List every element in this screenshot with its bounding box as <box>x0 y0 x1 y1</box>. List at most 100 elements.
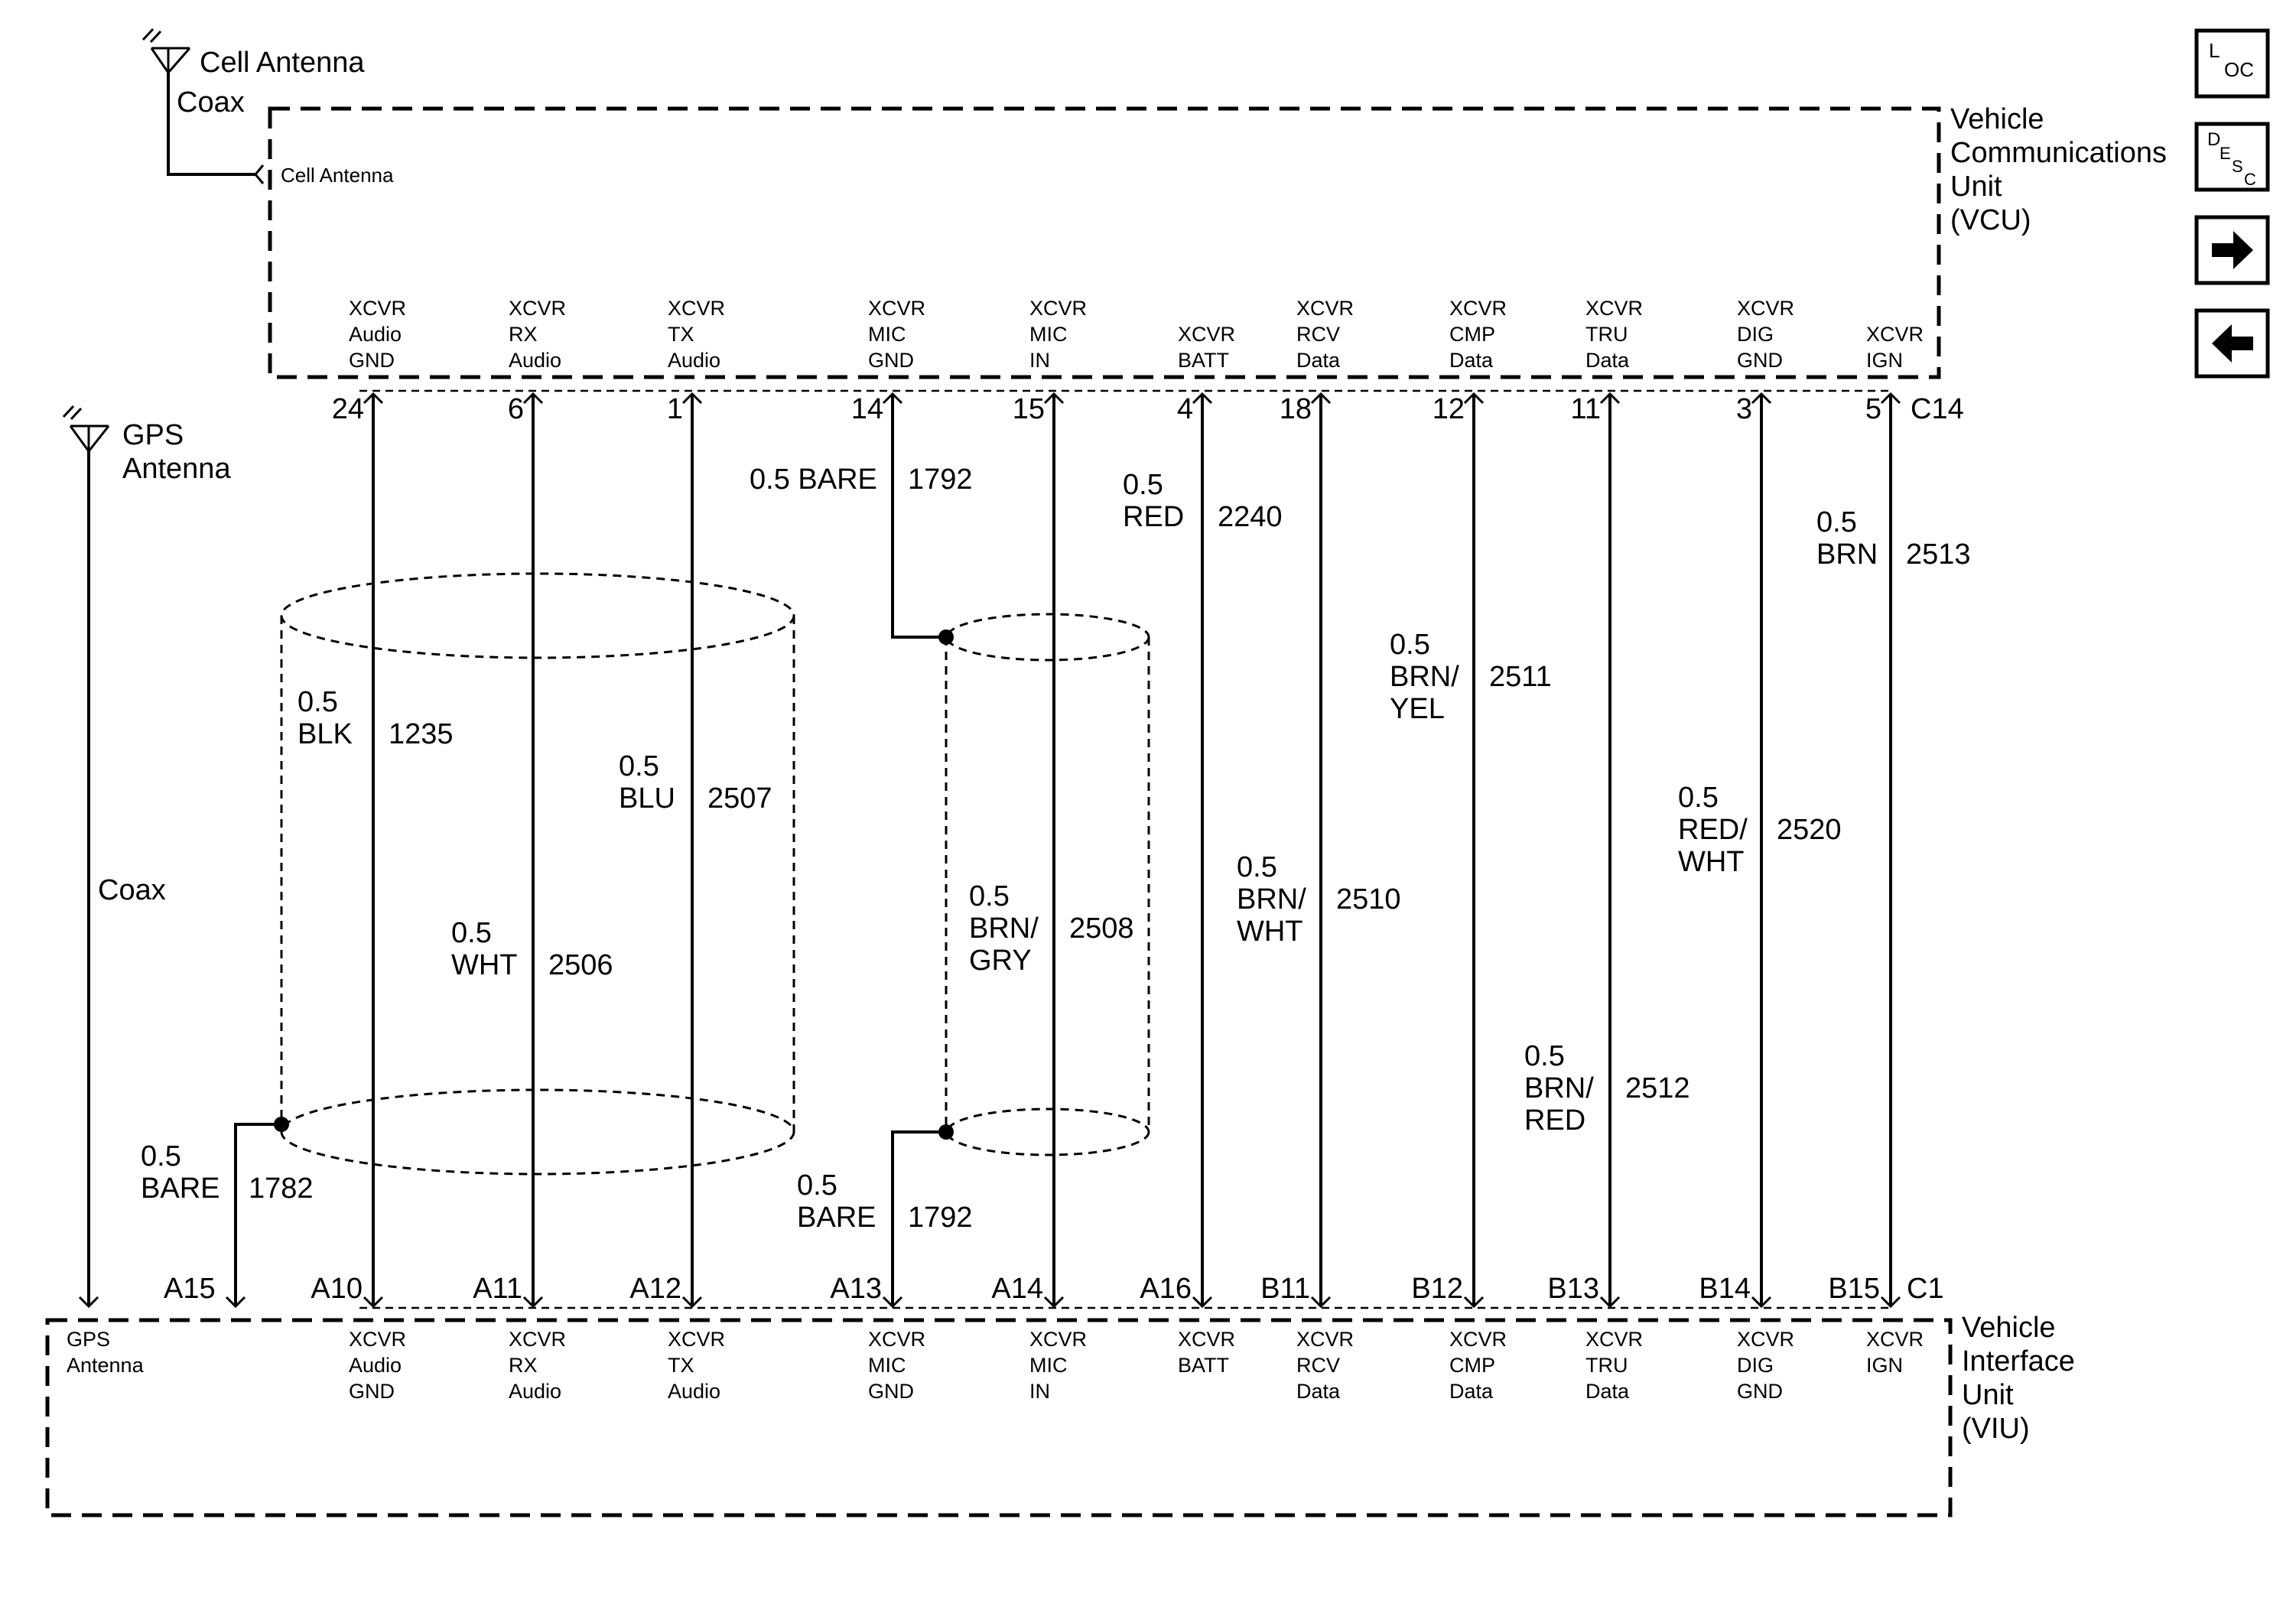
cell-antenna: Cell Antenna Coax <box>141 28 365 184</box>
vcu-terminal-name: TX <box>668 323 694 346</box>
cell-antenna-label: Cell Antenna <box>200 47 365 79</box>
viu-terminal-name: XCVR <box>1866 1328 1924 1351</box>
viu-terminal-name: Audio <box>509 1380 561 1403</box>
viu-terminal-name: RCV <box>1296 1354 1340 1377</box>
desc-button-e: E <box>2220 144 2231 163</box>
viu-gps-terminal-line-1: GPS <box>67 1328 110 1351</box>
viu-pin-terminal <box>1751 1296 1772 1309</box>
desc-button[interactable]: D E S C <box>2194 122 2270 192</box>
viu-name-line-1: Vehicle <box>1962 1312 2056 1344</box>
vcu-terminal-name: XCVR <box>1585 297 1643 320</box>
cell-coax-label: Coax <box>177 86 245 119</box>
viu-connector-label: C1 <box>1907 1273 1944 1305</box>
vcu-pin-number: 3 <box>1736 393 1752 425</box>
vcu-pin-terminal <box>1310 392 1332 405</box>
viu-terminal-name: XCVR <box>1449 1328 1507 1351</box>
wire-gauge: 0.5 <box>1524 1040 1565 1072</box>
circuit-number: 2511 <box>1489 661 1552 693</box>
vcu-pin-terminal <box>1192 392 1213 405</box>
vcu-terminal-name: Audio <box>349 323 402 346</box>
viu-pin-number: A16 <box>1140 1273 1192 1305</box>
wire-color: BARE <box>797 1202 876 1234</box>
audio-drain-viu-pin: A15 <box>164 1273 216 1305</box>
viu-terminal-name: CMP <box>1449 1354 1495 1377</box>
wire-gauge: 0.5 <box>1390 629 1430 661</box>
wire-color: WHT <box>1237 916 1303 948</box>
viu-terminal-name: XCVR <box>1737 1328 1794 1351</box>
loc-button[interactable]: L OC <box>2194 28 2270 99</box>
viu-terminal-name: IN <box>1029 1380 1050 1403</box>
wire-color: WHT <box>1678 846 1745 878</box>
desc-button-s: S <box>2232 157 2243 176</box>
wire-color: BRN/ <box>1390 661 1459 693</box>
viu-pin-number: B11 <box>1260 1273 1310 1305</box>
viu-pin-terminal <box>1880 1296 1901 1309</box>
splice-dot <box>938 629 954 645</box>
loc-button-small: OC <box>2224 58 2254 81</box>
back-button[interactable] <box>2194 308 2270 379</box>
forward-button[interactable] <box>2194 215 2270 285</box>
vcu-terminal-name: CMP <box>1449 323 1495 346</box>
gps-antenna-icon <box>62 405 110 452</box>
viu-terminal-name: TX <box>668 1354 694 1377</box>
vcu-cell-antenna-terminal: Cell Antenna <box>281 164 394 187</box>
vcu-pin-number: 4 <box>1177 393 1193 425</box>
viu-pin-number: B14 <box>1699 1273 1751 1305</box>
vcu-name-line-2: Communications <box>1950 137 2167 169</box>
vcu-terminal-name: DIG <box>1737 323 1774 346</box>
arrow-left-icon <box>2212 324 2253 363</box>
viu-terminal-name: Audio <box>349 1354 402 1377</box>
audio-drain-color: BARE <box>141 1173 220 1205</box>
vcu-terminal-name: XCVR <box>668 297 725 320</box>
viu-pin-terminal <box>522 1296 544 1309</box>
circuit-number: 2513 <box>1906 538 1971 571</box>
circuit-number: 2512 <box>1625 1072 1690 1104</box>
wire-gauge: 0.5 <box>1816 506 1857 538</box>
vcu-pin-number: 6 <box>508 393 524 425</box>
viu-pin-number: B13 <box>1547 1273 1599 1305</box>
mic-shield-drains: 0.5 BARE 1792 <box>750 394 973 1305</box>
vcu-name-line-1: Vehicle <box>1950 103 2044 135</box>
vcu-terminal-name: RCV <box>1296 323 1340 346</box>
vcu-pin-terminal <box>522 392 544 405</box>
vcu-pin-terminal <box>363 392 384 405</box>
wire-color: RED <box>1123 501 1184 533</box>
desc-button-d: D <box>2207 129 2220 150</box>
vcu-terminal-name: XCVR <box>1866 323 1924 346</box>
vcu-terminal-name: RX <box>509 323 538 346</box>
vcu-terminal-name: XCVR <box>509 297 566 320</box>
viu-pin-terminal <box>1463 1296 1485 1309</box>
vcu-pin-terminal <box>1043 392 1065 405</box>
wire-gauge: 0.5 <box>298 686 338 718</box>
viu-terminal-name: Audio <box>668 1380 720 1403</box>
viu-terminal-name: XCVR <box>668 1328 725 1351</box>
vcu-pin-terminal <box>1751 392 1772 405</box>
audio-shield-drain: 0.5 BARE 1782 A15 <box>141 1117 314 1309</box>
wire-color: BRN/ <box>1237 883 1306 916</box>
viu-terminal-name: XCVR <box>1296 1328 1354 1351</box>
audio-drain-gauge: 0.5 <box>141 1140 181 1173</box>
mic-gnd-top-number: 1792 <box>908 463 973 496</box>
gps-antenna-label-line-2: Antenna <box>122 453 231 485</box>
vcu-terminal-name: XCVR <box>349 297 406 320</box>
wire-color: GRY <box>969 945 1032 977</box>
vcu-terminal-name: Data <box>1296 349 1341 372</box>
viu-pin-number: A14 <box>991 1273 1043 1305</box>
viu-terminal-name: Data <box>1449 1380 1494 1403</box>
vcu-pin-terminal <box>1599 392 1621 405</box>
viu-module: GPS Antenna Vehicle Interface Unit (VIU)… <box>45 1273 2075 1517</box>
circuit-number: 2507 <box>707 782 772 815</box>
gps-coax-label: Coax <box>98 874 166 906</box>
viu-pin-terminal <box>882 1296 903 1309</box>
wire-color: RED <box>1524 1104 1585 1137</box>
viu-terminal-name: RX <box>509 1354 538 1377</box>
vcu-pin-terminal <box>1880 392 1901 405</box>
viu-terminal-name: XCVR <box>868 1328 925 1351</box>
circuit-number: 2510 <box>1336 883 1401 916</box>
viu-terminal-name: GND <box>349 1380 395 1403</box>
viu-terminal-name: XCVR <box>1178 1328 1235 1351</box>
viu-pin-terminal <box>681 1296 703 1309</box>
audio-shield <box>280 572 795 1176</box>
viu-terminal-name: XCVR <box>349 1328 406 1351</box>
